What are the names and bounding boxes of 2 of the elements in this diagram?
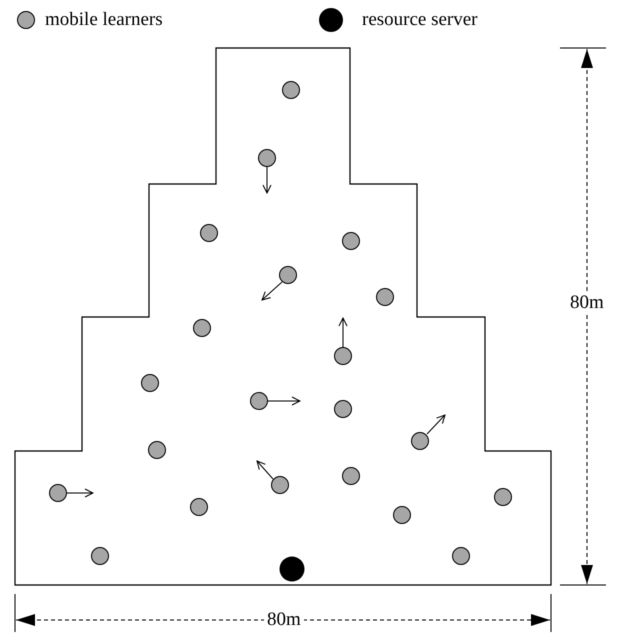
- legend-label: mobile learners: [45, 10, 163, 30]
- legend-label: resource server: [362, 10, 478, 30]
